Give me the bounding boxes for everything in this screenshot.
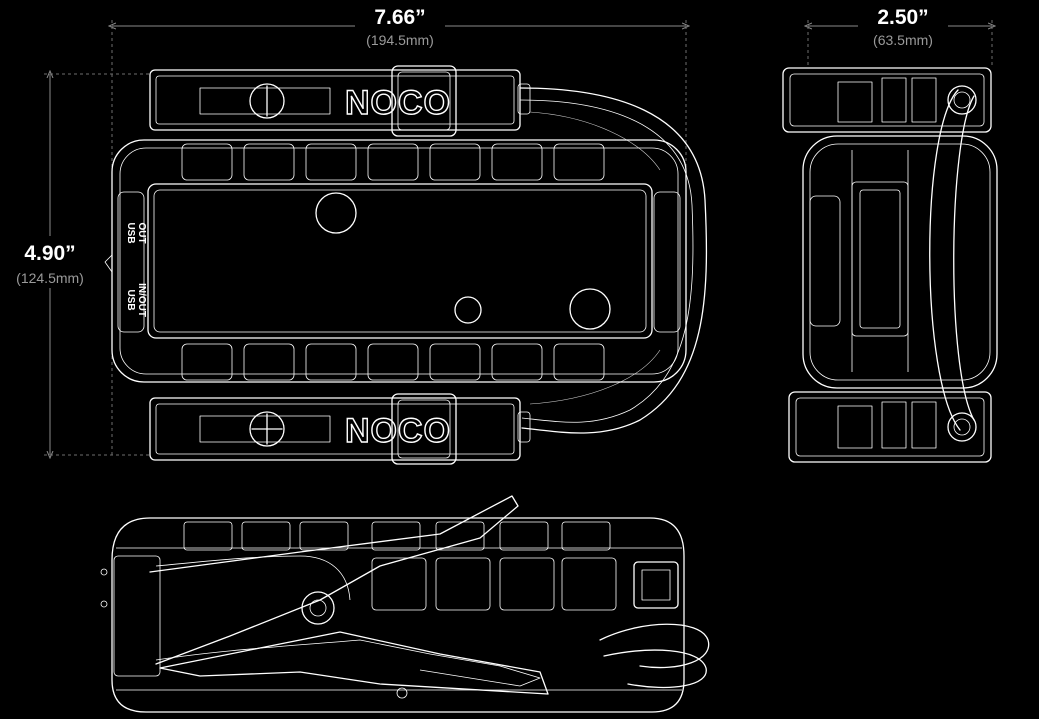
depth-imperial-label: 2.50” xyxy=(877,6,928,29)
usb-out-label-line2: OUT xyxy=(136,222,147,243)
width-dimension: 7.66” (194.5mm) xyxy=(112,6,686,455)
depth-dimension: 2.50” (63.5mm) xyxy=(808,6,992,68)
top-clamp: NOCO xyxy=(149,65,531,137)
bottom-clamp: NOCO xyxy=(149,393,531,465)
top-clamp-logo: NOCO xyxy=(345,84,451,122)
front-view: NOCO NOCO xyxy=(104,65,708,465)
depth-metric-label: (63.5mm) xyxy=(873,32,933,48)
usb-out-label-line1: USB xyxy=(125,222,136,243)
bottom-clamp-logo: NOCO xyxy=(345,412,451,450)
width-metric-label: (194.5mm) xyxy=(366,32,434,48)
side-view xyxy=(782,67,998,463)
main-body xyxy=(104,139,687,383)
height-dimension: 4.90” (124.5mm) xyxy=(8,74,150,455)
width-imperial-label: 7.66” xyxy=(374,6,425,29)
top-view xyxy=(100,495,710,713)
height-imperial-label: 4.90” xyxy=(24,242,75,265)
usb-inout-label-line2: IN/OUT xyxy=(136,283,147,317)
height-metric-label: (124.5mm) xyxy=(16,270,84,286)
usb-inout-label-line1: USB xyxy=(125,289,136,310)
